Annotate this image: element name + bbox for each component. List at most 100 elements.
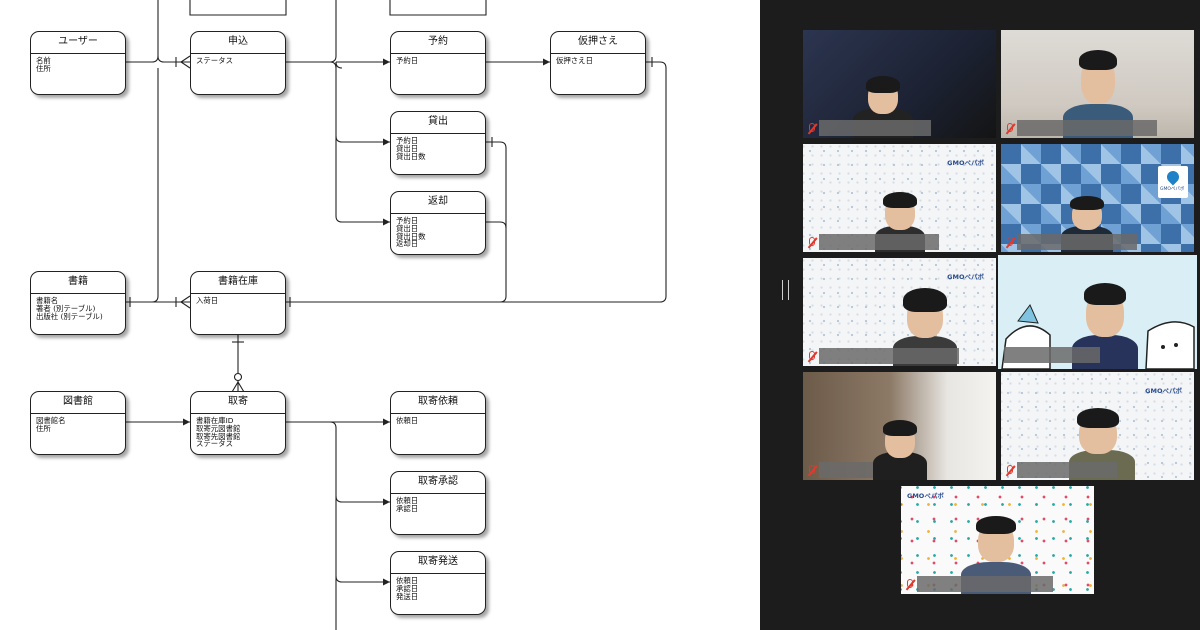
brand-logo: GMOペパボ — [947, 159, 984, 167]
entity-attributes: 書籍名 著者 (別テーブル) 出版社 (別テーブル) — [31, 294, 125, 320]
er-diagram-canvas[interactable]: ユーザー 名前 住所 申込 ステータス 予約 予約日 仮押さえ 仮押さえ日 貸出… — [0, 0, 760, 630]
entity-lending[interactable]: 貸出 予約日 貸出日 貸出日数 — [390, 111, 486, 175]
entity-title: 予約 — [391, 32, 485, 54]
mic-muted-icon — [1004, 122, 1015, 135]
participant-tile-9[interactable]: GMOペパボ — [901, 486, 1094, 594]
entity-attributes: 予約日 貸出日 貸出日数 返却日 — [391, 214, 485, 248]
entity-attributes: 依頼日 承認日 — [391, 494, 485, 513]
participant-tile-3[interactable]: GMOペパボ — [803, 144, 996, 252]
brand-logo: GMOペパボ — [1145, 387, 1182, 395]
mic-muted-icon — [806, 350, 817, 363]
attribute: 貸出日 — [396, 223, 419, 233]
attribute: 承認日 — [396, 583, 419, 593]
participant-name-bar — [1017, 462, 1117, 478]
attribute: ステータス — [196, 439, 233, 449]
entity-title: 仮押さえ — [551, 32, 645, 54]
entity-return[interactable]: 返却 予約日 貸出日 貸出日数 返却日 — [390, 191, 486, 255]
entity-title: 貸出 — [391, 112, 485, 134]
entity-attributes: 予約日 貸出日 貸出日数 — [391, 134, 485, 160]
attribute: 貸出日数 — [396, 151, 426, 161]
attribute: 住所 — [36, 423, 51, 433]
participant-tile-8[interactable]: GMOペパボ — [1001, 372, 1194, 480]
participant-name-bar — [819, 348, 959, 364]
panel-resize-handle[interactable] — [782, 280, 789, 300]
mic-muted-icon — [806, 236, 817, 249]
entity-attributes: 入荷日 — [191, 294, 285, 305]
entity-transfer[interactable]: 取寄 書籍在庫ID 取寄元図書館 取寄先図書館 ステータス — [190, 391, 286, 455]
participant-name-bar — [819, 462, 873, 478]
entity-title: 書籍在庫 — [191, 272, 285, 294]
attribute: 名前 — [36, 56, 51, 65]
entity-library[interactable]: 図書館 図書館名 住所 — [30, 391, 126, 455]
entity-attributes: 名前 住所 — [31, 54, 125, 73]
entity-user[interactable]: ユーザー 名前 住所 — [30, 31, 126, 95]
entity-title: 取寄依頼 — [391, 392, 485, 414]
attribute: 承認日 — [396, 503, 419, 513]
attribute: 依頼日 — [396, 576, 419, 585]
entity-transfer-request[interactable]: 取寄依頼 依頼日 — [390, 391, 486, 455]
entity-title: 取寄発送 — [391, 552, 485, 574]
participant-silhouette — [873, 418, 927, 480]
entity-attributes: 図書館名 住所 — [31, 414, 125, 433]
entity-book[interactable]: 書籍 書籍名 著者 (別テーブル) 出版社 (別テーブル) — [30, 271, 126, 335]
participant-name-bar — [819, 234, 939, 250]
attribute: 著者 (別テーブル) — [36, 303, 96, 313]
attribute: ステータス — [196, 56, 233, 65]
entity-reservation[interactable]: 予約 予約日 — [390, 31, 486, 95]
brand-logo: GMOペパボ — [947, 273, 984, 281]
entity-title: 返却 — [391, 192, 485, 214]
attribute: 予約日 — [396, 136, 419, 145]
attribute: 返却日 — [396, 239, 419, 249]
brand-pin-icon — [1164, 168, 1182, 186]
entity-attributes: 依頼日 承認日 発送日 — [391, 574, 485, 600]
relationship-lines — [126, 0, 667, 630]
participant-name-bar — [819, 120, 931, 136]
entity-hold[interactable]: 仮押さえ 仮押さえ日 — [550, 31, 646, 95]
entity-title: 書籍 — [31, 272, 125, 294]
participant-tile-2[interactable] — [1001, 30, 1194, 138]
attribute: 依頼日 — [396, 416, 419, 425]
brand-logo: GMOペパボ — [1160, 187, 1185, 192]
participant-name-bar — [1017, 234, 1137, 250]
entity-transfer-approval[interactable]: 取寄承認 依頼日 承認日 — [390, 471, 486, 535]
mic-muted-icon — [1004, 464, 1015, 477]
attribute: 取寄元図書館 — [196, 423, 241, 433]
attribute: 貸出日数 — [396, 231, 426, 241]
entity-title: 取寄承認 — [391, 472, 485, 494]
participant-tile-6[interactable] — [998, 255, 1197, 369]
participant-name-bar — [1004, 347, 1100, 363]
mic-muted-icon — [806, 464, 817, 477]
attribute: 取寄先図書館 — [196, 431, 241, 441]
entity-attributes: 予約日 — [391, 54, 485, 65]
mic-muted-icon — [1004, 236, 1015, 249]
attribute: 依頼日 — [396, 496, 419, 505]
entity-attributes: ステータス — [191, 54, 285, 65]
entity-attributes: 仮押さえ日 — [551, 54, 645, 65]
participant-name-bar — [917, 576, 1053, 592]
attribute: 出版社 (別テーブル) — [36, 311, 103, 321]
participant-silhouette — [1072, 281, 1138, 369]
attribute: 予約日 — [396, 56, 419, 65]
attribute: 発送日 — [396, 591, 419, 601]
participant-name-bar — [1017, 120, 1157, 136]
video-call-panel: GMOペパボ GMOペパボ GMOペパボ — [760, 0, 1200, 630]
entity-book-stock[interactable]: 書籍在庫 入荷日 — [190, 271, 286, 335]
participant-tile-7[interactable] — [803, 372, 996, 480]
attribute: 入荷日 — [196, 296, 219, 305]
participant-tile-1[interactable] — [803, 30, 996, 138]
mic-muted-icon — [806, 122, 817, 135]
attribute: 住所 — [36, 63, 51, 73]
attribute: 書籍在庫ID — [196, 416, 234, 425]
entity-title: 取寄 — [191, 392, 285, 414]
entity-attributes: 書籍在庫ID 取寄元図書館 取寄先図書館 ステータス — [191, 414, 285, 448]
entity-application[interactable]: 申込 ステータス — [190, 31, 286, 95]
participant-tile-5[interactable]: GMOペパボ — [803, 258, 996, 366]
attribute: 予約日 — [396, 216, 419, 225]
entity-attributes: 依頼日 — [391, 414, 485, 425]
participant-tile-4[interactable]: GMOペパボ — [1001, 144, 1194, 252]
entity-transfer-shipping[interactable]: 取寄発送 依頼日 承認日 発送日 — [390, 551, 486, 615]
attribute: 貸出日 — [396, 143, 419, 153]
attribute: 仮押さえ日 — [556, 56, 593, 65]
attribute: 図書館名 — [36, 416, 66, 425]
entity-title: 図書館 — [31, 392, 125, 414]
